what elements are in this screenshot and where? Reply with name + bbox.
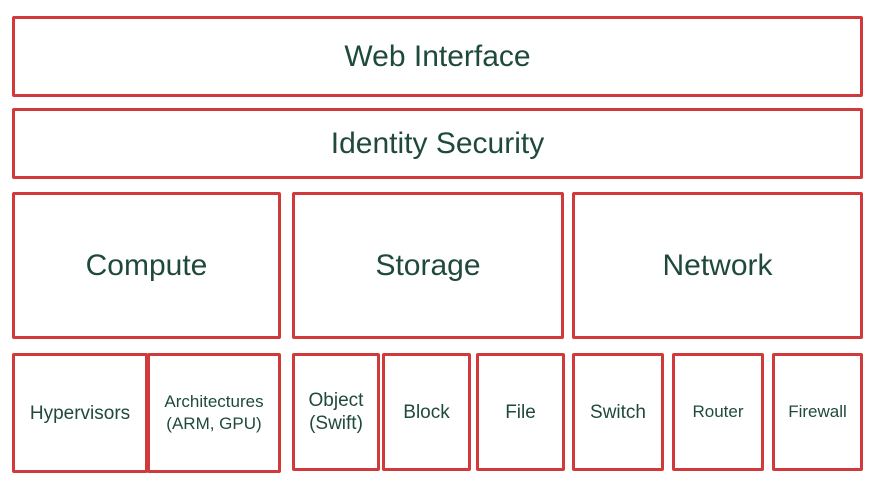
compute-label: Compute [85, 248, 208, 282]
web-interface-box: Web Interface [12, 16, 863, 97]
network-box: Network [572, 192, 863, 339]
firewall-label: Firewall [788, 402, 847, 421]
object-box: Object (Swift) [292, 353, 380, 471]
architectures-box: Architectures (ARM, GPU) [147, 353, 281, 473]
router-box: Router [672, 353, 764, 471]
compute-box: Compute [12, 192, 281, 339]
storage-label: Storage [375, 248, 481, 282]
network-label: Network [662, 248, 773, 282]
hypervisors-label: Hypervisors [29, 402, 131, 424]
firewall-box: Firewall [772, 353, 863, 471]
file-label: File [505, 401, 536, 423]
hypervisors-box: Hypervisors [12, 353, 148, 473]
web-interface-label: Web Interface [344, 39, 531, 73]
architectures-label: Architectures (ARM, GPU) [164, 392, 264, 433]
identity-security-label: Identity Security [330, 126, 545, 160]
block-box: Block [382, 353, 471, 471]
identity-security-box: Identity Security [12, 108, 863, 179]
storage-box: Storage [292, 192, 564, 339]
block-label: Block [403, 401, 450, 423]
object-label: Object (Swift) [308, 390, 364, 434]
switch-label: Switch [590, 401, 646, 423]
switch-box: Switch [572, 353, 664, 471]
file-box: File [476, 353, 565, 471]
router-label: Router [692, 402, 744, 421]
